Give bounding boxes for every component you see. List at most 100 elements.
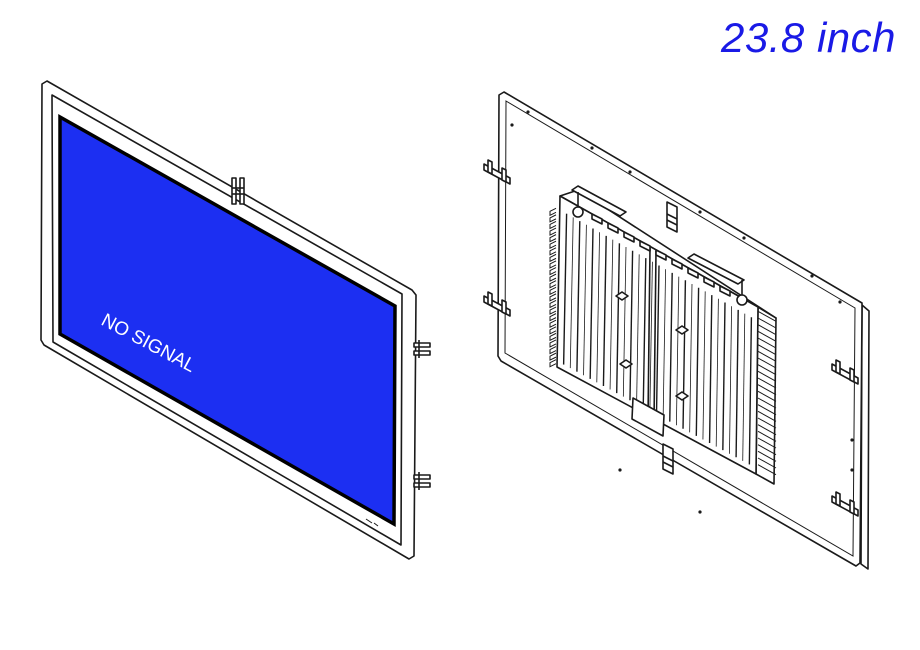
heatsink-fin-right — [757, 410, 777, 422]
back-clip-bottom — [662, 443, 674, 475]
heatsink-fin-right — [757, 450, 777, 462]
heatsink-fin-left — [549, 352, 557, 361]
heatsink-fin-right — [757, 397, 777, 409]
front-bezel-inner — [51, 94, 403, 546]
heatsink-box — [549, 185, 777, 485]
heatsink-fin-left — [549, 293, 557, 302]
heatsink-fin-right — [757, 364, 777, 376]
io-port — [655, 249, 667, 261]
io-port — [607, 222, 619, 234]
heatsink-fin-right — [757, 377, 777, 389]
front-view-monitor: NO SIGNAL — [40, 80, 431, 560]
heatsink-fin-right — [757, 464, 777, 476]
heatsink-fin-left — [549, 280, 557, 289]
back-view-monitor — [483, 91, 870, 570]
heatsink-fin-right — [757, 317, 777, 329]
io-port — [719, 285, 731, 297]
heatsink-fin-right — [757, 344, 777, 356]
plate-hole — [850, 468, 854, 472]
heatsink-fin-right — [757, 430, 777, 442]
heatsink-fin-vertical — [576, 221, 581, 372]
heatsink-fin-right — [757, 330, 777, 342]
heatsink-fin-left — [549, 267, 557, 276]
plate-hole — [838, 300, 842, 304]
back-clip-right-lower — [831, 491, 859, 517]
io-port — [623, 231, 635, 243]
heatsink-fin-right — [757, 370, 777, 382]
heatsink-fin-right — [757, 437, 777, 449]
heatsink-fin-right — [757, 424, 777, 436]
front-clip-right-upper — [413, 340, 431, 358]
heatsink-fin-left — [549, 359, 557, 368]
heatsink-fin-vertical — [722, 302, 726, 451]
heatsink-fin-vertical — [748, 317, 753, 465]
front-clip-top — [231, 177, 245, 205]
heatsink-fin-vertical — [655, 265, 660, 415]
heatsink-fin-left — [549, 286, 557, 296]
heatsink-fin-left — [549, 240, 557, 250]
io-ports — [591, 213, 731, 297]
heatsink-divider-2 — [653, 250, 657, 424]
back-clip-left-lower — [483, 291, 511, 317]
io-port — [703, 276, 715, 288]
io-port — [639, 240, 651, 252]
size-title: 23.8 inch — [721, 14, 896, 61]
wifi-antenna-right — [687, 253, 748, 306]
heatsink-fin-vertical — [695, 287, 700, 436]
heatsink-fin-left — [549, 221, 557, 230]
heatsink-fin-right — [757, 384, 777, 396]
heatsink-fin-right — [757, 390, 777, 402]
heatsink-fin-right — [757, 337, 777, 349]
io-port — [671, 258, 683, 270]
heatsink-fin-vertical — [689, 283, 693, 433]
heatsink-fin-vertical — [629, 250, 634, 401]
heatsink-fin-left — [549, 319, 557, 329]
back-clip-top — [666, 201, 678, 233]
heatsink-fin-vertical — [742, 313, 746, 461]
heatsink-fin-left — [549, 306, 557, 315]
wifi-antenna-left — [571, 185, 627, 218]
heatsink-fin-left — [549, 326, 557, 335]
heatsink-fin-vertical — [636, 254, 640, 404]
back-plate-inner — [504, 100, 856, 557]
front-screen-mark-2 — [373, 522, 379, 527]
heatsink-fin-right — [757, 457, 777, 469]
heatsink-fin-left — [549, 253, 557, 263]
heatsink-fin-vertical — [562, 213, 568, 365]
heatsink-fin-vertical — [708, 295, 713, 444]
heatsink-fin-left — [549, 273, 557, 282]
plate-hole — [618, 468, 622, 472]
heatsink-divider — [647, 247, 651, 421]
heatsink-fin-left — [549, 227, 557, 236]
heatsink-fin-vertical — [682, 280, 687, 429]
heatsink-fins — [549, 207, 777, 476]
heatsink-fin-right — [757, 357, 777, 369]
plate-hole — [510, 123, 514, 127]
heatsink-fin-vertical — [729, 306, 732, 454]
plate-hole — [742, 236, 746, 240]
front-screen — [58, 114, 397, 528]
heatsink-fin-left — [549, 247, 557, 256]
heatsink-fin-vertical — [669, 272, 673, 422]
heatsink-fin-right — [757, 350, 777, 362]
heatsink-fin-vertical — [715, 298, 719, 447]
heatsink-fin-vertical — [622, 246, 627, 397]
front-screen-mark — [365, 518, 373, 524]
heatsink-fin-vertical — [596, 232, 600, 383]
heatsink-fin-left — [549, 313, 557, 322]
front-clip-right-lower — [413, 472, 431, 490]
plate-hole — [526, 110, 530, 114]
heatsink-fin-vertical — [569, 217, 574, 369]
heatsink-fin-left — [549, 332, 557, 342]
back-clip-left-upper — [483, 159, 511, 185]
heatsink-fin-left — [549, 214, 557, 223]
io-port — [591, 213, 603, 225]
heatsink-fin-right — [757, 444, 777, 456]
heatsink-fin-vertical — [649, 261, 653, 411]
back-plate-holes — [510, 110, 854, 514]
heatsink-fin-vertical — [662, 269, 666, 419]
heatsink-fin-left — [549, 346, 557, 355]
mounting-bosses — [615, 291, 689, 401]
plate-hole — [850, 438, 854, 442]
heatsink-fin-vertical — [702, 291, 706, 440]
